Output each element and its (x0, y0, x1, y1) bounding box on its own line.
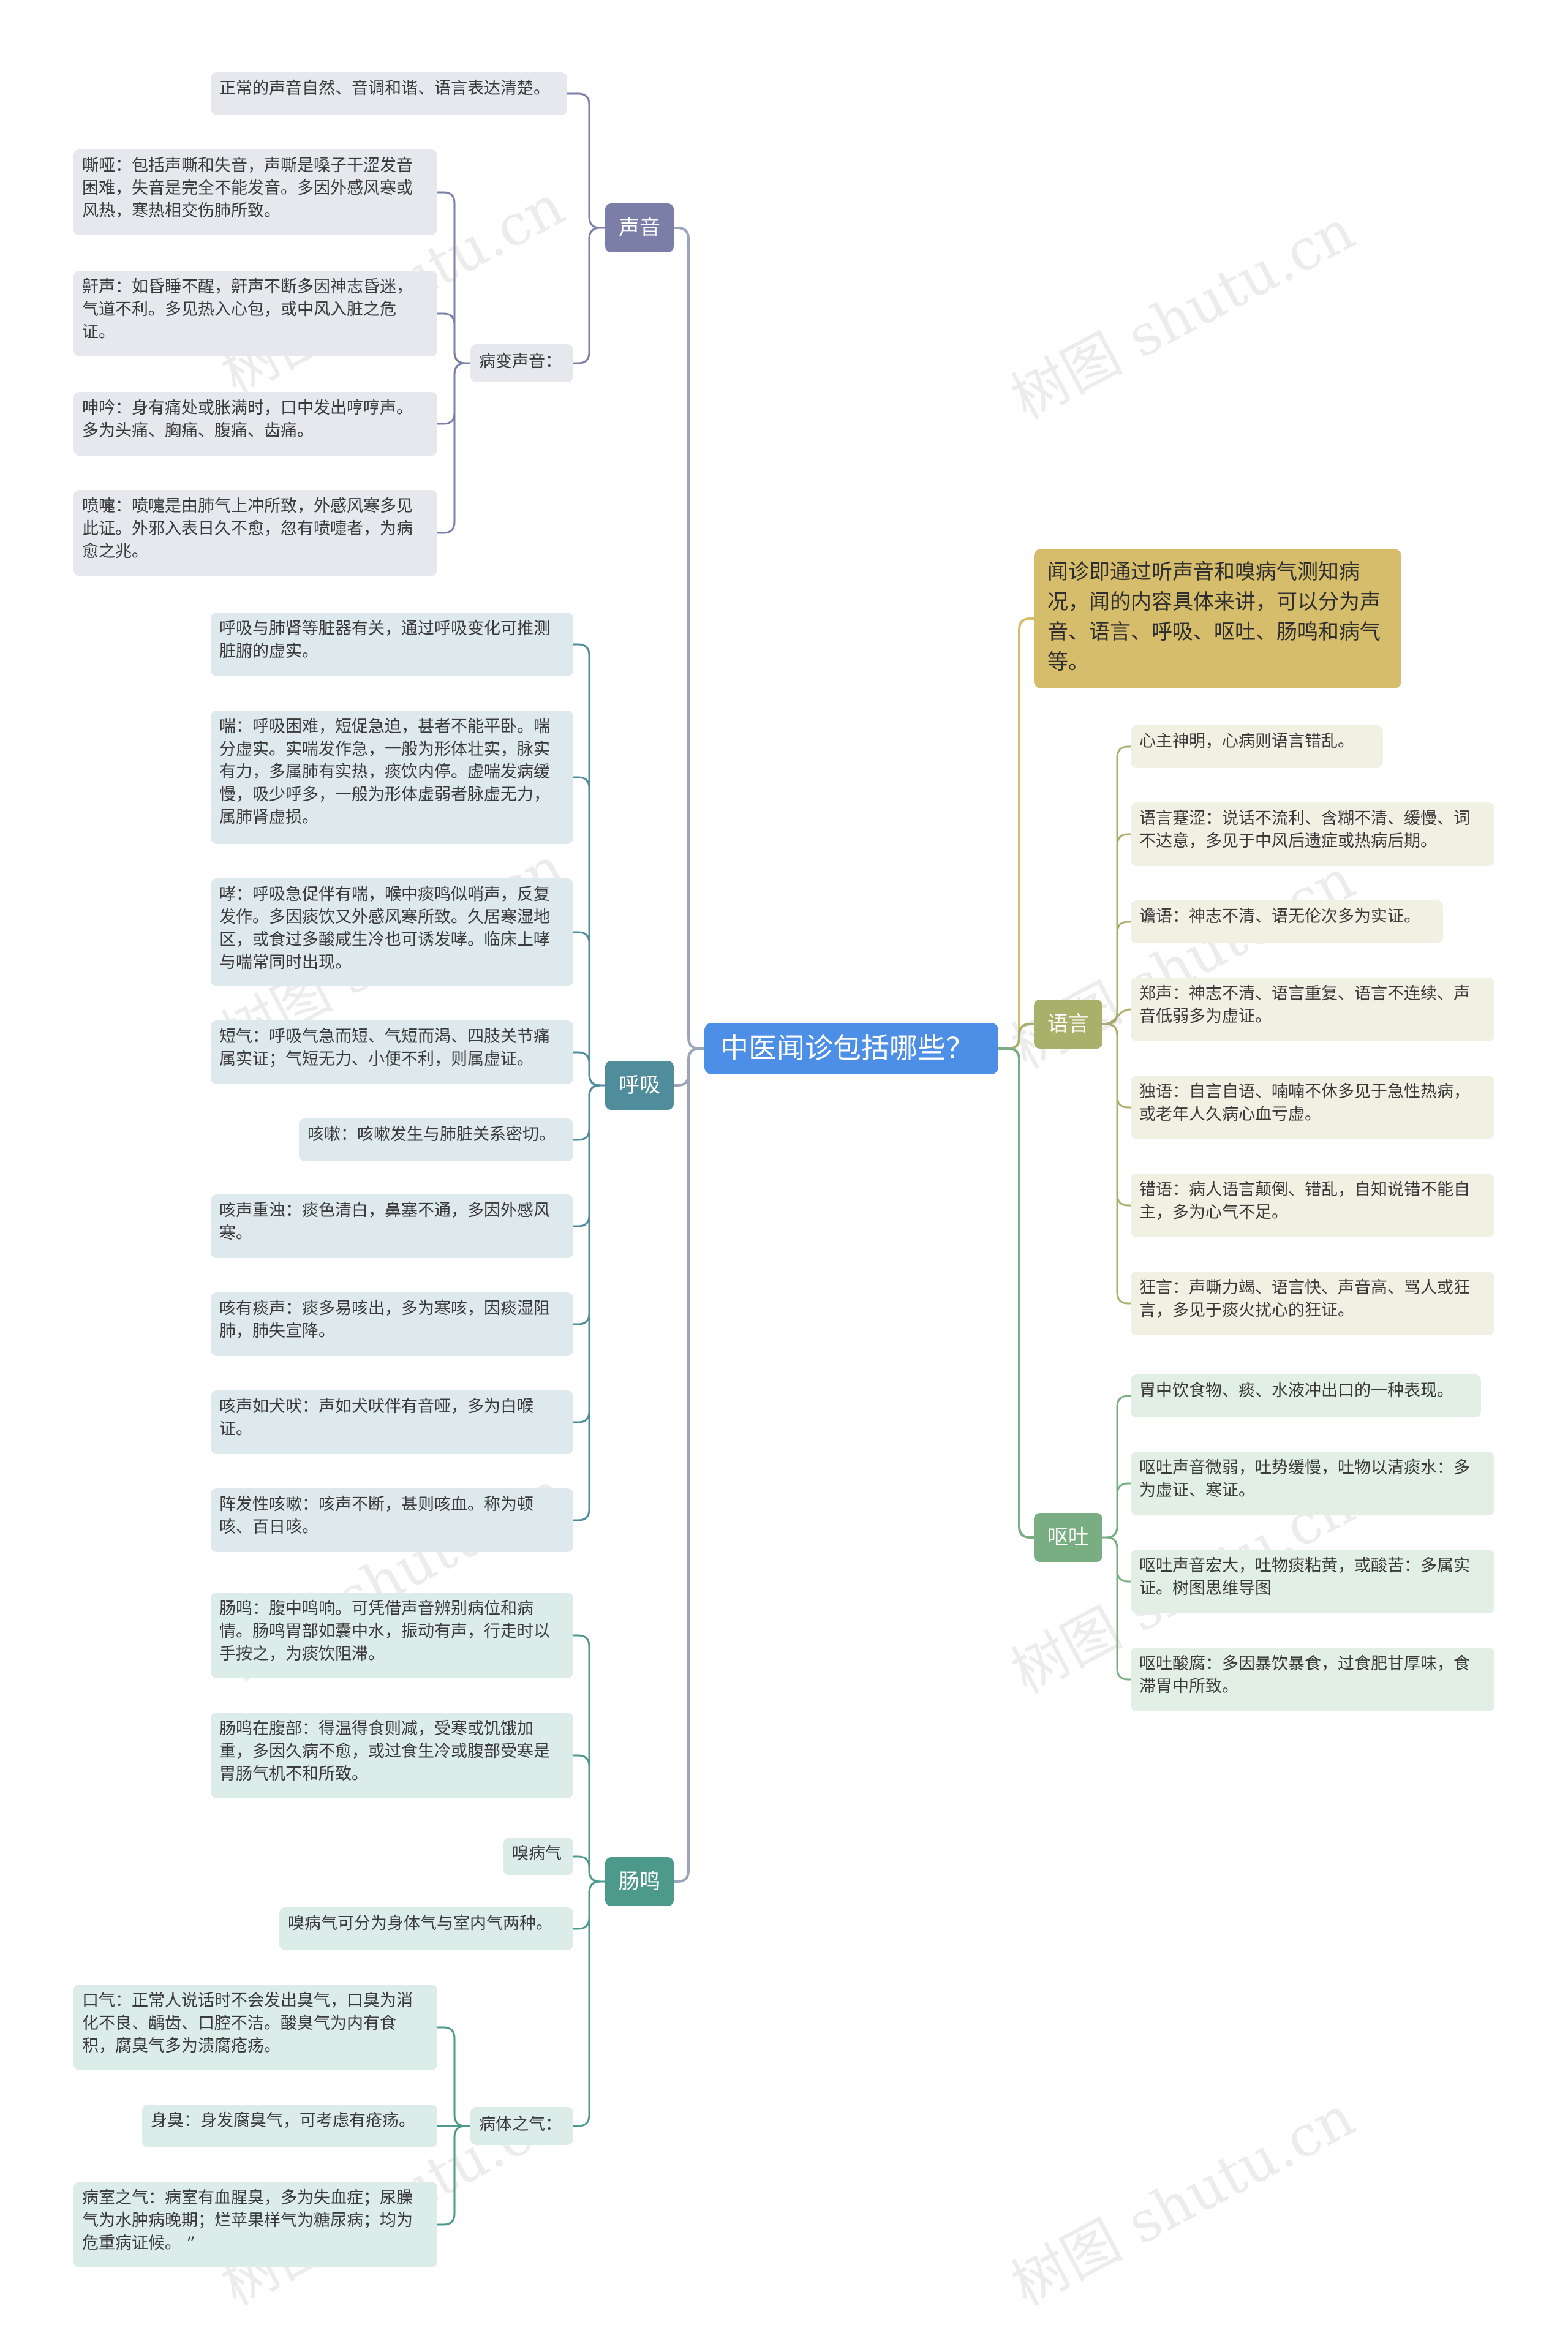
leaf-xiubingqi[interactable]: 嗅病气 (503, 1838, 573, 1875)
leaf-kuangyan[interactable]: 狂言：声嘶力竭、语言快、声音高、骂人或狂言，多见于痰火扰心的狂证。 (1131, 1272, 1494, 1335)
leaf-kouqi[interactable]: 口气：正常人说话时不会发出臭气，口臭为消化不良、龋齿、口腔不洁。酸臭气为内有食积… (74, 1985, 437, 2070)
leaf-kesheng-zhongzhuo[interactable]: 咳声重浊：痰色清白，鼻塞不通，多因外感风寒。 (211, 1194, 573, 1258)
connector-line (573, 1855, 605, 1883)
leaf-keyou-tansheng[interactable]: 咳有痰声：痰多易咳出，多为寒咳，因痰湿阻肺，肺失宣降。 (211, 1292, 573, 1356)
connector-line (674, 1047, 704, 1883)
connector-line (1102, 1482, 1131, 1539)
leaf-chuan[interactable]: 喘：呼吸困难，短促急迫，甚者不能平卧。喘分虚实。实喘发作急，一般为形体壮实，脉实… (211, 711, 573, 844)
leaf-kesheng-ruquanfei[interactable]: 咳声如犬吠：声如犬吠伴有音哑，多为白喉证。 (211, 1390, 573, 1454)
connector-line (573, 1051, 605, 1087)
connector-line (1102, 1023, 1131, 1305)
leaf-kesou[interactable]: 咳嗽：咳嗽发生与肺脏关系密切。 (299, 1118, 573, 1161)
branch-huxi[interactable]: 呼吸 (605, 1061, 674, 1110)
connector-line (437, 312, 470, 364)
connector-line (437, 2125, 470, 2226)
leaf-cuoyu[interactable]: 错语：病人语言颠倒、错乱，自知说错不能自主，多为心气不足。 (1131, 1174, 1494, 1237)
connector-line (437, 2026, 470, 2127)
connector-line (674, 227, 704, 1050)
connector-line (573, 1880, 605, 2127)
leaf-outu-weiruo[interactable]: 呕吐声音微弱，吐势缓慢，吐物以清痰水：多为虚证、寒证。 (1131, 1452, 1494, 1515)
leaf-outu-suanfu[interactable]: 呕吐酸腐：多因暴饮暴食，过食肥甘厚味，食滞胃中所致。 (1131, 1648, 1494, 1711)
leaf-bingshi-zhiqi[interactable]: 病室之气：病室有血腥臭，多为失血症；尿臊气为水肿病晚期；烂苹果样气为糖尿病；均为… (74, 2182, 437, 2267)
branch-yuyan[interactable]: 语言 (1034, 1000, 1102, 1049)
connector-line (437, 362, 470, 534)
leaf-huxi-intro[interactable]: 呼吸与肺肾等脏器有关，通过呼吸变化可推测脏腑的虚实。 (211, 613, 573, 676)
leaf-outu-dingyi[interactable]: 胃中饮食物、痰、水液冲出口的一种表现。 (1131, 1374, 1481, 1417)
sub-bingbian-shengyin[interactable]: 病变声音： (470, 344, 573, 382)
leaf-changming[interactable]: 肠鸣：腹中鸣响。可凭借声音辨别病位和病情。肠鸣胃部如囊中水，振动有声，行走时以手… (211, 1593, 573, 1678)
leaf-hansheng[interactable]: 鼾声：如昏睡不醒，鼾声不断多因神志昏迷，气道不利。多见热入心包，或中风入脏之危证… (74, 271, 437, 356)
leaf-changming-fubu[interactable]: 肠鸣在腹部：得温得食则减，受寒或饥饿加重，多因久病不愈，或过食生冷或腹部受寒是胃… (211, 1713, 573, 1798)
branch-shengyin[interactable]: 声音 (605, 203, 674, 252)
leaf-penti[interactable]: 喷嚏：喷嚏是由肺气上冲所致，外感风寒多见此证。外邪入表日久不愈，忽有喷嚏者，为病… (74, 490, 437, 576)
leaf-xinzhu-shenming[interactable]: 心主神明，心病则语言错乱。 (1131, 725, 1383, 768)
leaf-siya[interactable]: 嘶哑：包括声嘶和失音，声嘶是嗓子干涩发音困难，失音是完全不能发音。多因外感风寒或… (74, 149, 437, 235)
sub-bingti-zhiqi[interactable]: 病体之气： (470, 2107, 573, 2145)
connector-line (998, 1023, 1034, 1050)
leaf-yuyan-jianse[interactable]: 语言蹇涩：说话不流利、含糊不清、缓慢、词不达意，多见于中风后遗症或热病后期。 (1131, 802, 1494, 866)
leaf-xiao[interactable]: 哮：呼吸急促伴有喘，喉中痰鸣似哨声，反复发作。多因痰饮又外感风寒所致。久居寒湿地… (211, 878, 573, 986)
leaf-zhanyu[interactable]: 谵语：神志不清、语无伦次多为实证。 (1131, 900, 1443, 943)
branch-changming[interactable]: 肠鸣 (605, 1857, 674, 1906)
connector-line (998, 1047, 1034, 1539)
connector-line (998, 617, 1034, 1050)
leaf-duanqi[interactable]: 短气：呼吸气急而短、气短而渴、四肢关节痛属实证；气短无力、小便不利，则属虚证。 (211, 1020, 573, 1084)
leaf-duyu[interactable]: 独语：自言自语、喃喃不休多见于急性热病，或老年人久病心血亏虚。 (1131, 1076, 1494, 1139)
root-topic[interactable]: 中医闻诊包括哪些？ (704, 1023, 998, 1074)
leaf-zhenfaxing-kesou[interactable]: 阵发性咳嗽：咳声不断，甚则咳血。称为顿咳、百日咳。 (211, 1488, 573, 1552)
leaf-zhengsheng[interactable]: 郑声：神志不清、语言重复、语言不连续、声音低弱多为虚证。 (1131, 978, 1494, 1041)
connector-line (1102, 1536, 1131, 1681)
connector-line (573, 1084, 605, 1521)
connector-line (1102, 921, 1131, 1025)
branch-outu[interactable]: 呕吐 (1034, 1513, 1102, 1562)
leaf-shengyin-normal[interactable]: 正常的声音自然、音调和谐、语言表达清楚。 (211, 72, 567, 115)
connector-line (567, 92, 605, 229)
connector-line (573, 227, 605, 364)
leaf-shenyin[interactable]: 呻吟：身有痛处或胀满时，口中发出哼哼声。多为头痛、胸痛、腹痛、齿痛。 (74, 392, 437, 456)
leaf-outu-hongda[interactable]: 呕吐声音宏大，吐物痰粘黄，或酸苦：多属实证。树图思维导图 (1131, 1550, 1494, 1613)
intro-summary[interactable]: 闻诊即通过听声音和嗅病气测知病况，闻的内容具体来讲，可以分为声音、语言、呼吸、呕… (1034, 549, 1401, 688)
leaf-xiubingqi-fenlei[interactable]: 嗅病气可分为身体气与室内气两种。 (279, 1907, 573, 1950)
leaf-shenchou[interactable]: 身臭：身发腐臭气，可考虑有疮疡。 (142, 2105, 437, 2147)
